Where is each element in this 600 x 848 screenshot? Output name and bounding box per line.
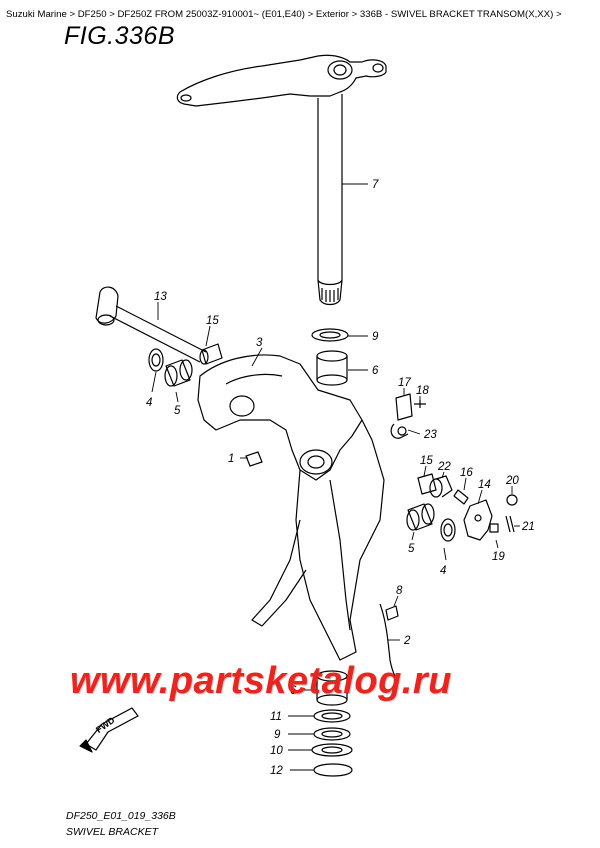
leader-lines [151, 183, 520, 771]
part-washer-9-top[interactable] [311, 328, 349, 342]
callout-label: 14 [478, 479, 491, 491]
part-bolt-8[interactable] [385, 605, 399, 621]
breadcrumb: Suzuki Marine > DF250 > DF250Z FROM 2500… [6, 8, 596, 21]
part-grease-nipple-1[interactable] [245, 451, 263, 467]
part-bushing-15-right[interactable] [417, 473, 437, 495]
footer-code: DF250_E01_019_336B [66, 810, 176, 822]
breadcrumb-separator: > [553, 9, 562, 20]
part-bushing-6-bottom[interactable] [316, 670, 348, 706]
callout-label: 1 [228, 453, 234, 465]
callout-label: 22 [437, 461, 451, 473]
breadcrumb-separator: > [66, 9, 76, 20]
breadcrumb-link-exterior[interactable]: Exterior [315, 9, 349, 20]
part-washer-9-bottom[interactable] [313, 727, 351, 741]
figure-title: FIG.336B [64, 22, 175, 50]
breadcrumb-separator: > [304, 9, 314, 20]
part-bracket-14[interactable] [463, 499, 493, 541]
part-bushing-5-right[interactable] [406, 503, 435, 531]
callout-label: 4 [146, 397, 152, 409]
part-washer-4-right[interactable] [440, 518, 456, 542]
callout-label: 4 [440, 565, 446, 577]
breadcrumb-link-df250[interactable]: DF250 [77, 9, 107, 20]
part-swivel-bracket[interactable] [197, 354, 385, 661]
callout-label: 6 [372, 365, 379, 377]
callout-label: 11 [270, 711, 282, 723]
callout-label: 20 [505, 475, 519, 487]
callout-label: 21 [521, 521, 535, 533]
callout-label: 9 [274, 729, 281, 741]
part-clip-23[interactable] [390, 423, 409, 439]
footer-name: SWIVEL BRACKET [66, 826, 158, 838]
callout-label: 17 [398, 377, 411, 389]
fwd-arrow-icon [79, 707, 139, 753]
callout-label: 8 [396, 585, 403, 597]
callout-label: 13 [154, 291, 167, 303]
callout-label: 23 [423, 429, 437, 441]
breadcrumb-link-df250z[interactable]: DF250Z FROM 25003Z-910001~ (E01,E40) [117, 9, 305, 20]
breadcrumb-separator: > [348, 9, 358, 20]
part-nut-20[interactable] [506, 494, 518, 506]
part-bushing-5-left[interactable] [164, 359, 193, 387]
part-steering-shaft[interactable] [176, 54, 387, 306]
part-pin-21[interactable] [505, 515, 515, 533]
part-bushing-15[interactable] [199, 343, 223, 365]
part-plate-17[interactable] [395, 393, 413, 421]
callout-label: 15 [206, 315, 219, 327]
part-washer-4-left[interactable] [148, 348, 164, 372]
callout-label: 10 [270, 745, 283, 757]
callout-label: 3 [256, 337, 263, 349]
callout-label: 5 [174, 405, 181, 417]
part-collar-22[interactable] [429, 475, 453, 498]
callout-label: 5 [408, 543, 415, 555]
callout-label: 19 [492, 551, 505, 563]
part-tilt-bolt[interactable] [95, 286, 207, 363]
watermark: www.partsketalog.ru [70, 660, 452, 702]
callout-label: 9 [372, 331, 379, 343]
part-circlip-12[interactable] [313, 763, 353, 777]
breadcrumb-link-suzuki-marine[interactable]: Suzuki Marine [6, 9, 67, 20]
breadcrumb-link-current-page[interactable]: 336B - SWIVEL BRACKET TRANSOM(X,XX) [359, 9, 554, 20]
callout-label: 16 [460, 467, 473, 479]
part-screw-19[interactable] [489, 523, 499, 533]
callout-label: 2 [403, 635, 411, 647]
part-bushing-6-top[interactable] [316, 350, 348, 386]
part-washer-11[interactable] [313, 709, 351, 723]
breadcrumb-separator: > [106, 9, 115, 20]
callout-label: 6 [290, 685, 297, 697]
callout-numbers: 7 13 15 3 9 6 4 5 17 18 23 1 15 22 16 14… [146, 179, 535, 777]
callout-label: 12 [270, 765, 283, 777]
part-ground-wire-2[interactable] [379, 603, 399, 685]
part-bolt-16[interactable] [453, 489, 469, 505]
callout-label: 7 [372, 179, 379, 191]
part-washer-10[interactable] [311, 743, 353, 757]
callout-label: 15 [420, 455, 433, 467]
callout-label: 18 [416, 385, 429, 397]
